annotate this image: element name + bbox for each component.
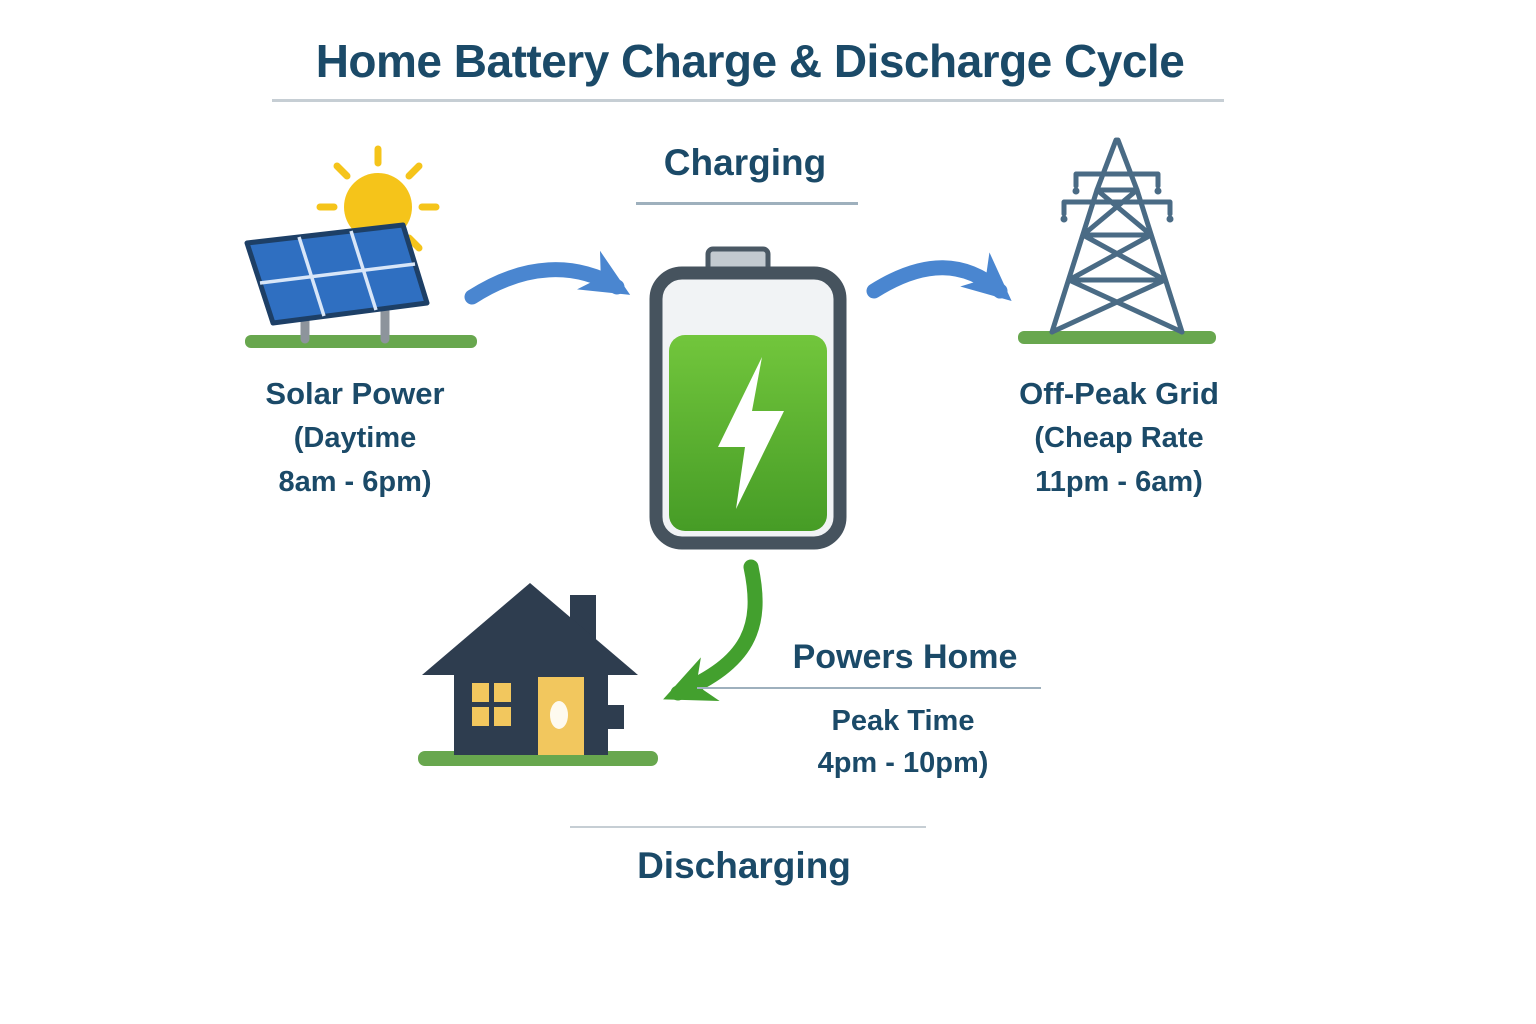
- arrow-battery-to-home-icon: [663, 559, 763, 701]
- offpeak-grid-label: Off-Peak Grid: [1019, 376, 1219, 411]
- powers-home-label: Powers Home: [792, 638, 1018, 676]
- peak-time-subtitle-block: Peak Time 4pm - 10pm): [753, 700, 1053, 784]
- charging-underline: [636, 202, 858, 205]
- powers-home-underline: [697, 687, 1041, 689]
- charging-label: Charging: [663, 142, 827, 183]
- solar-power-subtitle-2: 8am - 6pm): [278, 466, 432, 498]
- discharging-divider: [570, 826, 926, 828]
- solar-power-subtitle-1: (Daytime: [293, 422, 417, 454]
- solar-panel-icon: [235, 145, 485, 350]
- house-icon: [418, 575, 658, 775]
- title-divider: [272, 99, 1224, 102]
- discharging-label: Discharging: [637, 845, 851, 886]
- battery-icon: [645, 245, 855, 555]
- transmission-tower-icon: [1012, 130, 1224, 348]
- lightning-bolt-icon: [718, 357, 784, 509]
- peak-time-subtitle-1: Peak Time: [831, 705, 975, 737]
- offpeak-grid-subtitle-1: (Cheap Rate: [1034, 422, 1204, 454]
- arrow-battery-to-grid-icon: [866, 252, 1012, 301]
- peak-time-subtitle-2: 4pm - 10pm): [817, 747, 989, 779]
- arrow-solar-to-battery-icon: [464, 250, 631, 305]
- offpeak-grid-subtitle-2: 11pm - 6am): [1035, 466, 1203, 498]
- offpeak-grid-label-block: Off-Peak Grid (Cheap Rate 11pm - 6am): [944, 372, 1294, 504]
- diagram-title: Home Battery Charge & Discharge Cycle: [315, 35, 1185, 87]
- solar-power-label-block: Solar Power (Daytime 8am - 6pm): [180, 372, 530, 504]
- solar-power-label: Solar Power: [265, 376, 445, 411]
